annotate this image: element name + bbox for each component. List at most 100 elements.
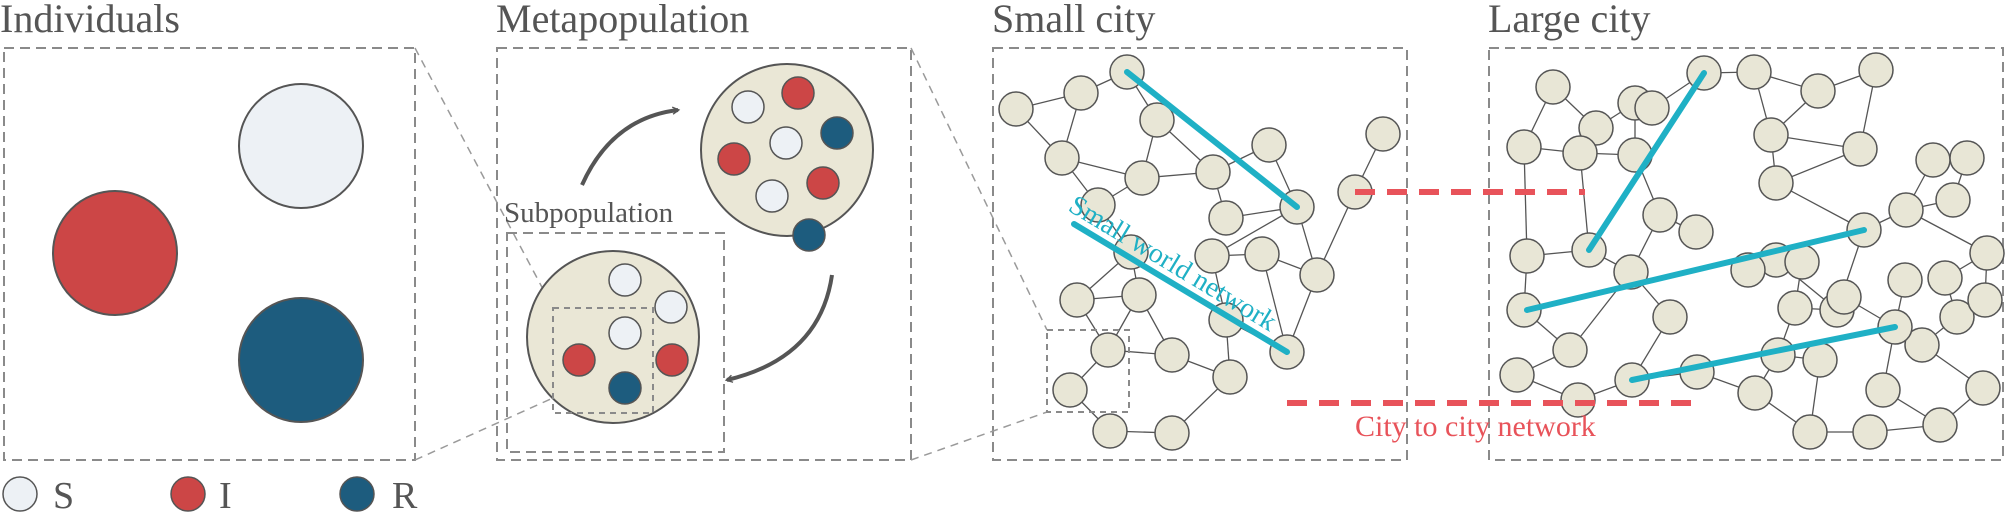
legend: S I R bbox=[2, 475, 418, 514]
metapopulation-panel bbox=[496, 47, 912, 461]
susceptible-dot bbox=[608, 316, 642, 350]
network-node bbox=[1915, 142, 1951, 178]
network-node bbox=[1802, 342, 1838, 378]
individual-zoom-box bbox=[552, 307, 654, 414]
network-node bbox=[1552, 332, 1588, 368]
network-node bbox=[1121, 277, 1157, 313]
network-node bbox=[1063, 75, 1099, 111]
panel-title-individuals: Individuals bbox=[0, 0, 180, 41]
network-node bbox=[1967, 282, 2003, 318]
network-node bbox=[1642, 197, 1678, 233]
shortcut-link bbox=[1071, 221, 1290, 355]
network-node bbox=[1777, 290, 1813, 326]
zoom-guides bbox=[414, 47, 1048, 461]
legend-swatch-r bbox=[339, 476, 375, 512]
panel-title-metapopulation: Metapopulation bbox=[496, 0, 749, 41]
subpopulation-box bbox=[506, 232, 725, 453]
network-node bbox=[1535, 69, 1571, 105]
infected-dot bbox=[562, 343, 596, 377]
panel-title-small-city: Small city bbox=[992, 0, 1155, 41]
network-node bbox=[1208, 200, 1244, 236]
network-node bbox=[1865, 372, 1901, 408]
network-node bbox=[1634, 90, 1670, 126]
infected-dot bbox=[781, 76, 815, 110]
network-node bbox=[1949, 140, 1985, 176]
network-node bbox=[1090, 332, 1126, 368]
network-node bbox=[1195, 154, 1231, 190]
network-node bbox=[1212, 359, 1248, 395]
network-node bbox=[1922, 407, 1958, 443]
metapopulation-group: Subpopulation bbox=[504, 63, 874, 453]
network-node bbox=[1299, 257, 1335, 293]
network-node bbox=[1904, 327, 1940, 363]
network-node bbox=[1927, 260, 1963, 296]
network-node bbox=[1888, 192, 1924, 228]
susceptible-dot bbox=[608, 263, 642, 297]
network-node bbox=[1935, 182, 1971, 218]
network-node bbox=[1499, 357, 1535, 393]
network-node bbox=[1737, 375, 1773, 411]
network-node bbox=[1758, 165, 1794, 201]
network-node bbox=[1736, 54, 1772, 90]
network-node bbox=[1509, 238, 1545, 274]
network-node bbox=[1939, 299, 1975, 335]
network-node bbox=[1154, 415, 1190, 451]
susceptible-dot bbox=[654, 290, 688, 324]
infected-dot bbox=[655, 343, 689, 377]
susceptible-individual bbox=[238, 83, 364, 209]
city-to-city-network-label: City to city network bbox=[1355, 410, 1596, 443]
network-node bbox=[1154, 337, 1190, 373]
subpopulation-label: Subpopulation bbox=[504, 197, 674, 229]
network-node bbox=[1969, 235, 2005, 271]
susceptible-dot bbox=[769, 126, 803, 160]
network-node bbox=[1052, 372, 1088, 408]
network-node bbox=[1044, 140, 1080, 176]
network-node bbox=[1506, 129, 1542, 165]
network-node bbox=[1080, 187, 1116, 223]
individuals-group bbox=[52, 83, 364, 423]
shortcut-link bbox=[1586, 70, 1707, 253]
network-node bbox=[1124, 160, 1160, 196]
network-node bbox=[1365, 116, 1401, 152]
shortcut-link bbox=[1124, 69, 1300, 210]
network-node bbox=[1617, 137, 1653, 173]
network-node bbox=[1842, 131, 1878, 167]
migration-arrow-up bbox=[580, 106, 681, 186]
network-node bbox=[1251, 127, 1287, 163]
network-node bbox=[1965, 370, 2001, 406]
recovered-dot bbox=[792, 218, 826, 252]
network-edge bbox=[1523, 146, 1528, 257]
network-node bbox=[1562, 135, 1598, 171]
susceptible-dot bbox=[731, 90, 765, 124]
legend-label-s: S bbox=[53, 475, 74, 514]
network-node bbox=[1858, 52, 1894, 88]
network-node bbox=[1244, 236, 1280, 272]
shortcut-link bbox=[1524, 227, 1867, 313]
legend-swatch-s bbox=[2, 476, 38, 512]
infected-dot bbox=[806, 166, 840, 200]
network-node bbox=[1139, 102, 1175, 138]
small-city-panel bbox=[992, 47, 1408, 461]
legend-label-i: I bbox=[219, 475, 232, 514]
network-node bbox=[1059, 282, 1095, 318]
susceptible-dot bbox=[755, 179, 789, 213]
legend-label-r: R bbox=[392, 475, 418, 514]
network-node bbox=[1092, 413, 1128, 449]
network-node bbox=[998, 91, 1034, 127]
recovered-dot bbox=[820, 116, 854, 150]
subpopulation-zoom-box bbox=[1046, 329, 1130, 413]
infected-dot bbox=[717, 142, 751, 176]
individuals-panel bbox=[3, 47, 416, 461]
panel-title-large-city: Large city bbox=[1488, 0, 1651, 41]
network-node bbox=[1792, 414, 1828, 450]
small-city-network: Small world network bbox=[998, 54, 1401, 451]
network-node bbox=[1753, 117, 1789, 153]
shortcut-link bbox=[1629, 324, 1898, 383]
infected-individual bbox=[52, 190, 178, 316]
recovered-individual bbox=[238, 297, 364, 423]
network-node bbox=[1826, 279, 1862, 315]
recovered-dot bbox=[608, 371, 642, 405]
network-node bbox=[1852, 414, 1888, 450]
large-city-network bbox=[1499, 52, 2005, 450]
